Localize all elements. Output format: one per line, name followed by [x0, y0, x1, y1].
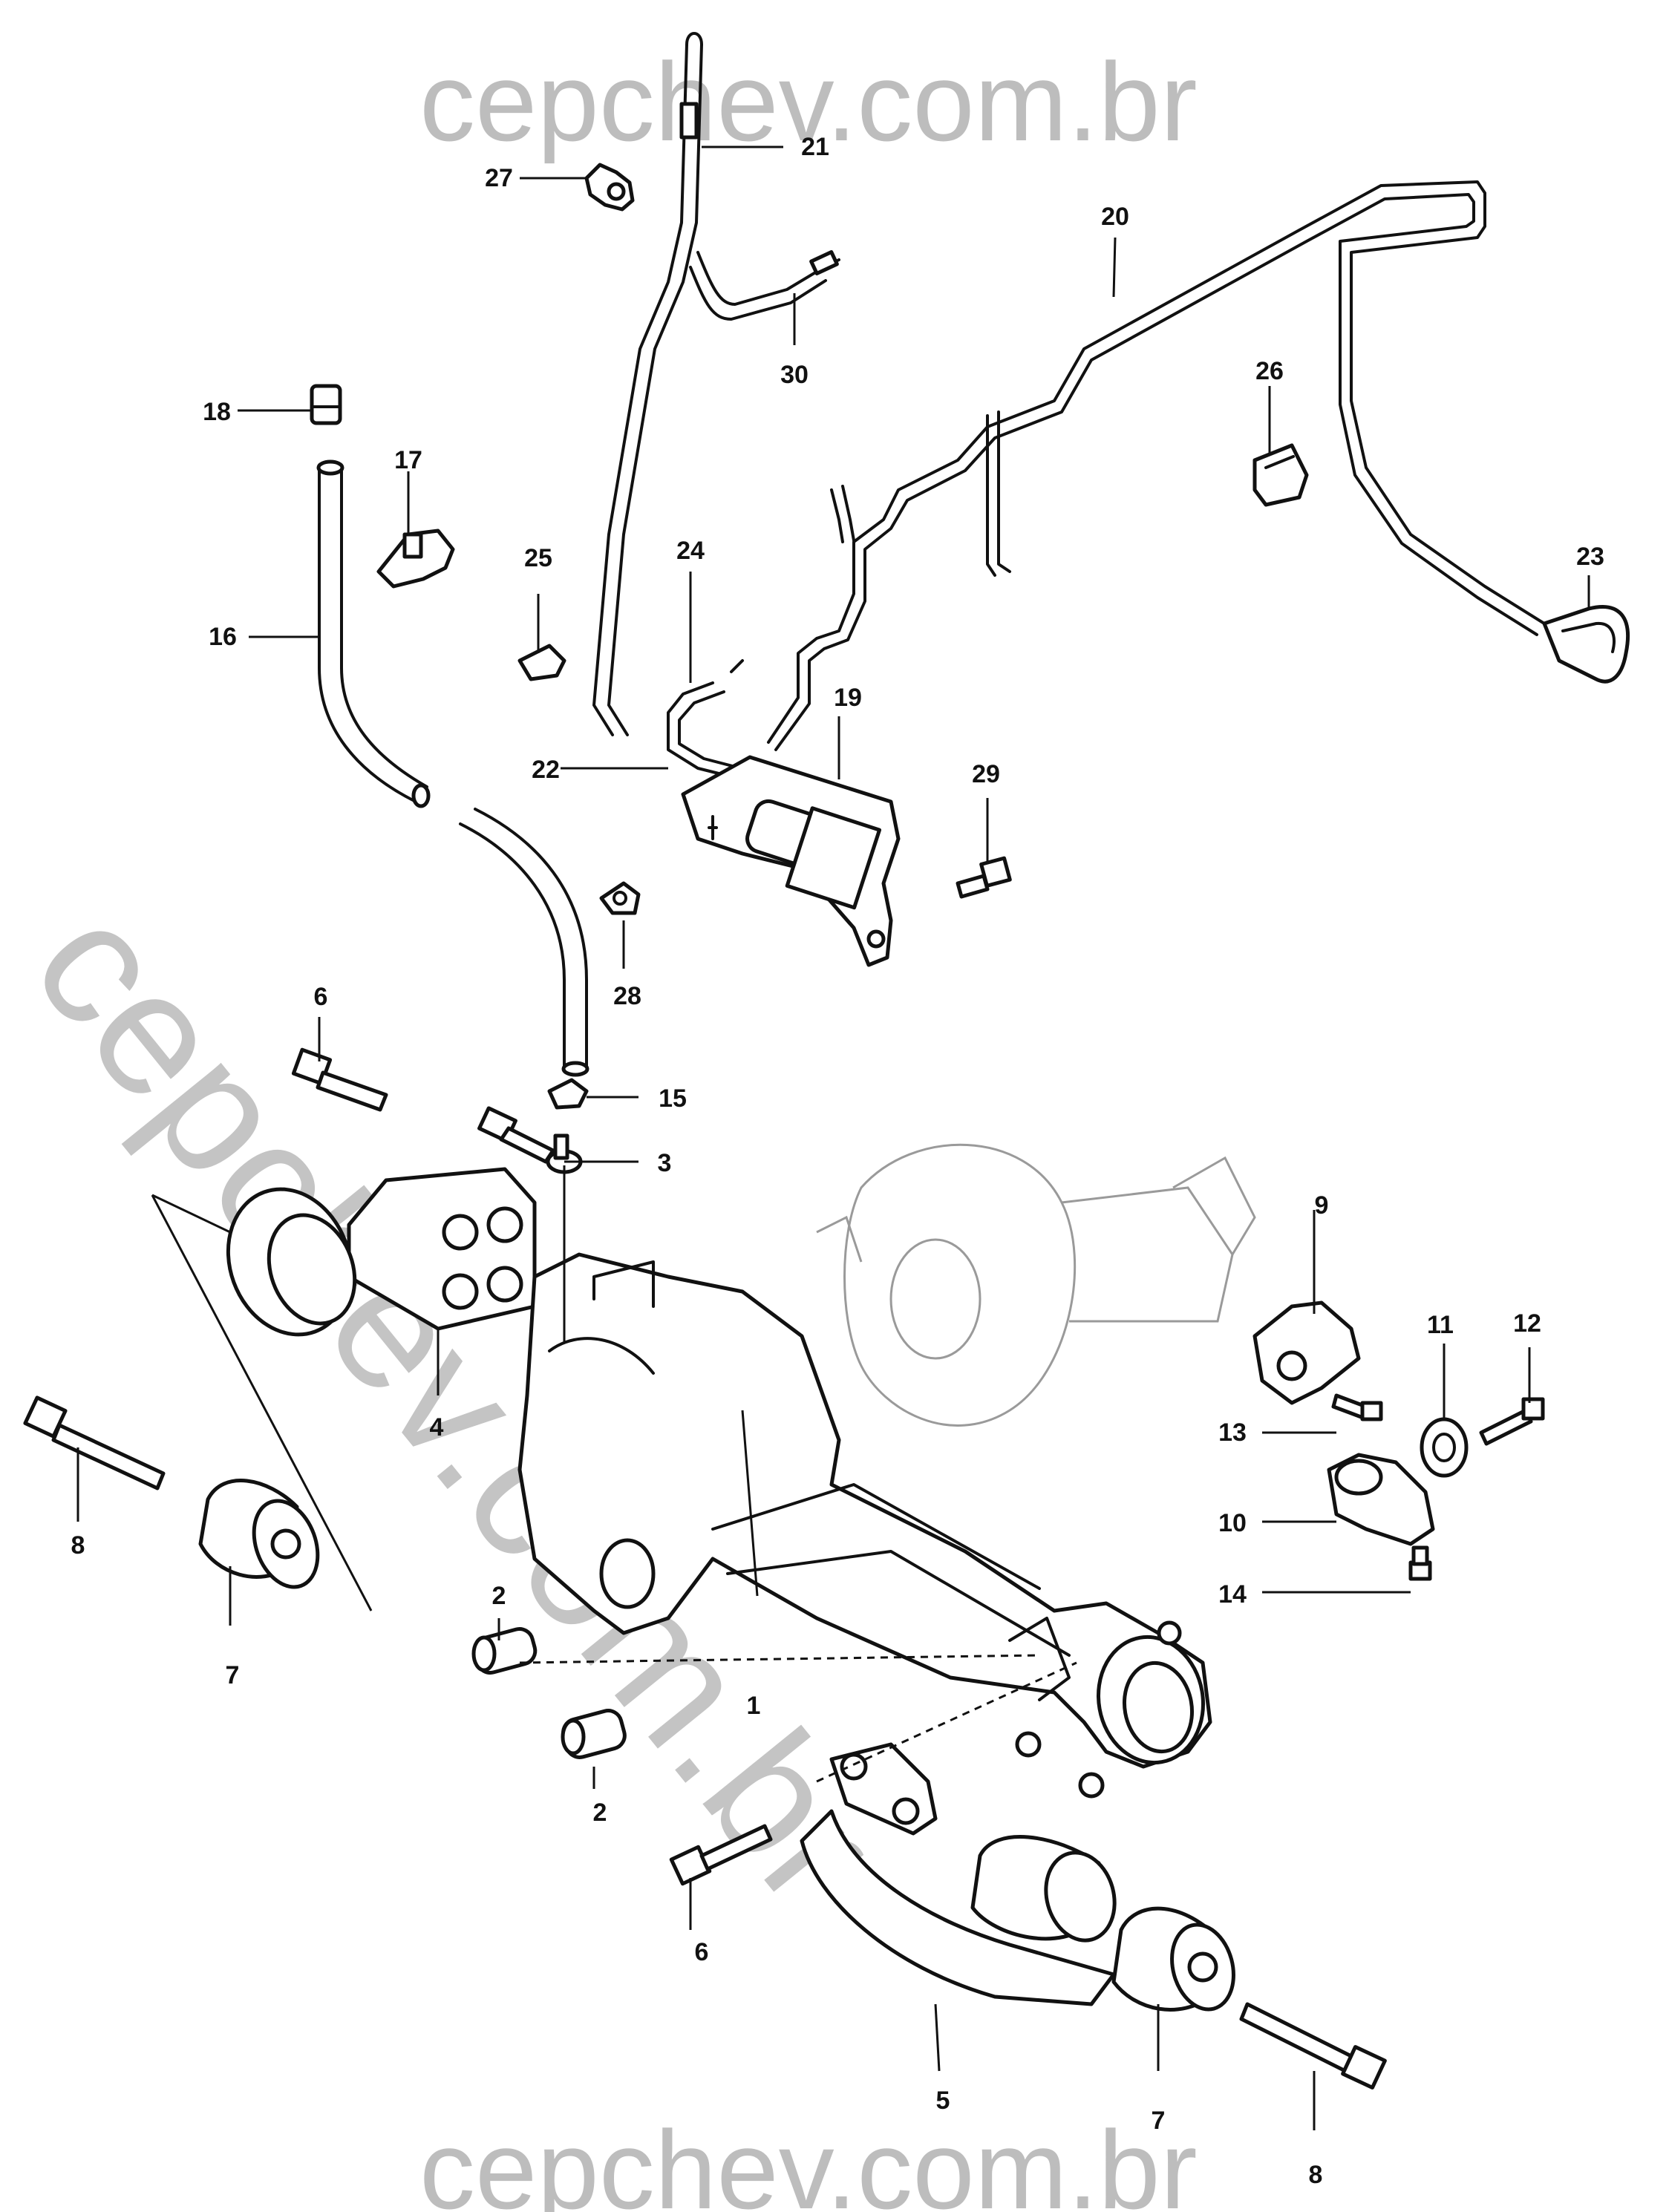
- callout-17: 17: [394, 446, 422, 474]
- fitting-3: [477, 1106, 583, 1174]
- bolt-29: [956, 856, 1012, 899]
- callout-20: 20: [1101, 203, 1129, 231]
- callout-27: 27: [485, 164, 513, 192]
- callout-30: 30: [780, 361, 809, 389]
- callout-9: 9: [1314, 1191, 1329, 1220]
- callout-7-left: 7: [225, 1661, 240, 1689]
- callout-24: 24: [676, 537, 705, 565]
- mount-10: [1327, 1453, 1435, 1546]
- callout-23: 23: [1576, 543, 1604, 571]
- callout-5: 5: [935, 2087, 950, 2115]
- callout-18: 18: [203, 398, 231, 426]
- callout-2-lower: 2: [592, 1799, 607, 1827]
- callout-6-upper: 6: [313, 983, 328, 1011]
- callout-1: 1: [746, 1692, 761, 1720]
- brake-pipe-20: [767, 180, 1546, 751]
- clip-27: [584, 163, 635, 212]
- callout-3: 3: [657, 1149, 672, 1177]
- clip-25: [517, 644, 566, 681]
- bolt-6-upper: [291, 1047, 388, 1112]
- callout-11: 11: [1427, 1311, 1454, 1339]
- bushing-7-right: [970, 1835, 1235, 2012]
- callout-19: 19: [834, 684, 862, 712]
- callout-7-right: 7: [1151, 2107, 1166, 2135]
- callout-16: 16: [209, 623, 237, 651]
- callout-10: 10: [1218, 1509, 1247, 1537]
- clip-28: [599, 881, 641, 915]
- grommet-26: [1252, 443, 1309, 507]
- bolt-8-right: [1239, 2002, 1387, 2090]
- bracket-9: [1252, 1300, 1361, 1405]
- cap-18: [310, 384, 342, 425]
- bushing-7-left: [198, 1479, 320, 1589]
- callout-28: 28: [613, 982, 641, 1010]
- brake-pipe-24: [667, 659, 745, 781]
- callout-21: 21: [801, 133, 829, 161]
- brake-pipe-30: [689, 250, 840, 321]
- callout-8-right: 8: [1308, 2161, 1323, 2189]
- mount-bracket-4: [226, 1167, 537, 1337]
- valve-bracket-19: [681, 755, 901, 967]
- callout-15: 15: [659, 1084, 687, 1113]
- bushing-2-upper: [471, 1627, 538, 1675]
- callout-8-left: 8: [71, 1531, 85, 1560]
- bolt-13: [1331, 1393, 1383, 1421]
- callout-6-lower: 6: [694, 1938, 709, 1966]
- brake-hose-23: [1542, 605, 1630, 684]
- bolt-6-lower: [669, 1824, 773, 1886]
- callout-13: 13: [1218, 1419, 1247, 1447]
- mount-bracket-5: [800, 1742, 1116, 2006]
- clip-15: [547, 1078, 589, 1110]
- clip-17: [376, 529, 455, 589]
- hose-16: [316, 459, 589, 1077]
- ghost-differential: [816, 1143, 1256, 1427]
- leader-lines: [76, 145, 1590, 2130]
- callout-25: 25: [524, 544, 552, 572]
- callout-26: 26: [1255, 357, 1284, 385]
- bushing-11: [1420, 1417, 1469, 1478]
- callout-4: 4: [429, 1413, 444, 1442]
- watermark-bottom: cepchev.com.br: [419, 2107, 1198, 2212]
- callout-12: 12: [1513, 1309, 1541, 1338]
- callout-22: 22: [532, 756, 560, 784]
- bolt-8-left: [23, 1395, 166, 1491]
- brake-pipe-21: [592, 32, 703, 736]
- bolt-12: [1479, 1397, 1545, 1446]
- watermark-top: cepchev.com.br: [419, 39, 1198, 164]
- bushing-2-lower: [561, 1709, 627, 1759]
- callout-2-upper: 2: [491, 1582, 506, 1610]
- callout-29: 29: [972, 760, 1000, 788]
- bolt-14: [1408, 1545, 1432, 1581]
- callout-14: 14: [1218, 1580, 1247, 1609]
- axle-housing-1: [517, 1252, 1212, 1799]
